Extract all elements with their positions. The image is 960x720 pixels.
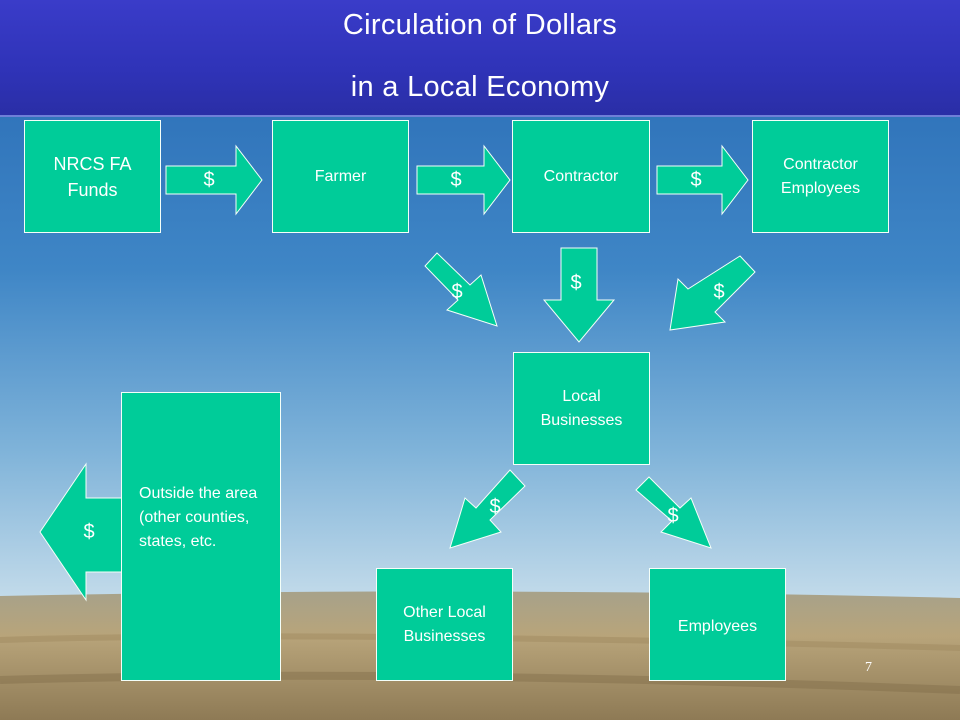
arrow-farmer-to-local [424, 252, 498, 327]
flow-symbol: $ [451, 281, 463, 303]
node-employees: Employees [649, 568, 786, 681]
node-label: Employees [677, 618, 758, 635]
flow-symbol: $ [667, 505, 679, 527]
node-label: Other Local Businesses [403, 603, 486, 645]
node-contractor-employees: Contractor Employees [752, 120, 889, 233]
node-label: NRCS FA Funds [53, 153, 132, 200]
node-label: Outside the area (other counties, states… [139, 485, 258, 550]
arrow-outside [39, 462, 123, 602]
node-label: Farmer [314, 168, 367, 185]
node-farmer: Farmer [272, 120, 409, 233]
node-nrcs-fa-funds: NRCS FA Funds [24, 120, 161, 233]
page-number: 7 [865, 660, 872, 675]
flow-symbol: $ [450, 169, 462, 191]
arrow-local-to-other-businesses [449, 469, 526, 549]
flow-symbol: $ [570, 272, 582, 294]
node-local-businesses: Local Businesses [513, 352, 650, 465]
node-outside-the-area: Outside the area (other counties, states… [121, 392, 281, 681]
node-label: Contractor Employees [780, 155, 861, 197]
arrow-contractor-to-employees [656, 144, 749, 216]
node-other-local-businesses: Other Local Businesses [376, 568, 513, 681]
arrow-nrcs-to-farmer [165, 144, 263, 216]
flow-symbol: $ [690, 169, 702, 191]
node-label: Contractor [543, 168, 619, 185]
flow-symbol: $ [713, 281, 725, 303]
title-line-2: in a Local Economy [350, 71, 610, 103]
arrow-contractor-to-local [542, 247, 616, 343]
arrow-employees-to-local [669, 255, 756, 331]
flow-symbol: $ [489, 496, 501, 518]
flow-symbol: $ [203, 169, 215, 191]
arrow-local-to-employees [635, 476, 712, 549]
node-contractor: Contractor [512, 120, 650, 233]
title-line-1: Circulation of Dollars [342, 9, 618, 41]
arrow-farmer-to-contractor [416, 144, 511, 216]
flow-symbol: $ [83, 521, 95, 543]
node-label: Local Businesses [540, 387, 623, 429]
title-banner: Circulation of Dollars in a Local Econom… [0, 0, 960, 117]
